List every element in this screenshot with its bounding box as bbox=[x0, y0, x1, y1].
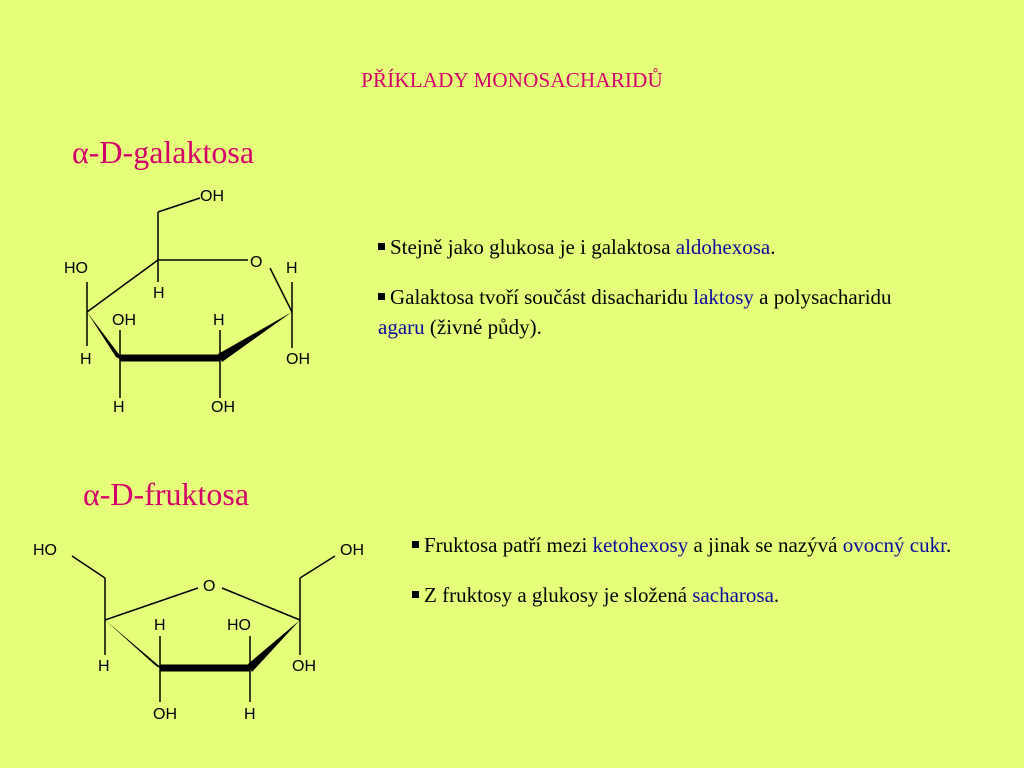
gal-atom-c6-oh: OH bbox=[200, 188, 224, 205]
slide-title: PŘÍKLADY MONOSACHARIDŮ bbox=[361, 68, 663, 92]
galactose-bullet-1: Stejně jako glukosa je i galaktosa aldoh… bbox=[378, 232, 938, 262]
fructose-heading: α-D-fruktosa bbox=[83, 476, 250, 512]
galactose-bullet-2: Galaktosa tvoří součást disacharidu lakt… bbox=[378, 285, 892, 339]
gal-atom-c4-h: H bbox=[80, 351, 92, 368]
fru-atom-ring-o: O bbox=[203, 578, 215, 595]
gal-atom-c2-h: H bbox=[213, 312, 225, 329]
fru-atom-c1-oh: OH bbox=[340, 542, 364, 559]
term-aldohexosa: aldohexosa bbox=[675, 235, 771, 259]
fru-atom-c4-oh: OH bbox=[153, 706, 177, 723]
fructose-bullet-1: Fruktosa patří mezi ketohexosy a jinak s… bbox=[412, 530, 1012, 560]
term-ovocny-cukr: ovocný cukr bbox=[842, 533, 946, 557]
fru-atom-c6-ho: HO bbox=[33, 542, 57, 559]
bullet-square-icon bbox=[412, 541, 419, 548]
term-sacharosa: sacharosa bbox=[692, 583, 774, 607]
bullet-square-icon bbox=[378, 293, 385, 300]
gal-atom-c3-oh: OH bbox=[112, 312, 136, 329]
fru-atom-c3-h: H bbox=[244, 706, 256, 723]
term-laktosy: laktosy bbox=[693, 285, 754, 309]
fructose-bullets: Fruktosa patří mezi ketohexosy a jinak s… bbox=[412, 530, 1012, 630]
gal-atom-c4-ho: HO bbox=[64, 260, 88, 277]
gal-atom-c1-oh: OH bbox=[286, 351, 310, 368]
bullet-square-icon bbox=[378, 243, 385, 250]
gal-atom-c2-oh: OH bbox=[211, 399, 235, 416]
term-ketohexosy: ketohexosy bbox=[592, 533, 689, 557]
fru-atom-c3-ho: HO bbox=[227, 617, 251, 634]
fru-atom-c5-h: H bbox=[98, 658, 110, 675]
galactose-bullets: Stejně jako glukosa je i galaktosa aldoh… bbox=[378, 232, 938, 362]
gal-atom-ring-o: O bbox=[250, 254, 262, 271]
fru-atom-c4-h: H bbox=[154, 617, 166, 634]
term-agaru: agaru bbox=[378, 315, 425, 339]
gal-atom-c5-h: H bbox=[153, 285, 165, 302]
galactose-heading: α-D-galaktosa bbox=[72, 134, 255, 170]
fructose-bullet-2: Z fruktosy a glukosy je složená sacharos… bbox=[412, 580, 1012, 610]
fru-atom-c2-oh: OH bbox=[292, 658, 316, 675]
gal-atom-c1-h: H bbox=[286, 260, 298, 277]
gal-atom-c3-h: H bbox=[113, 399, 125, 416]
bullet-square-icon bbox=[412, 591, 419, 598]
